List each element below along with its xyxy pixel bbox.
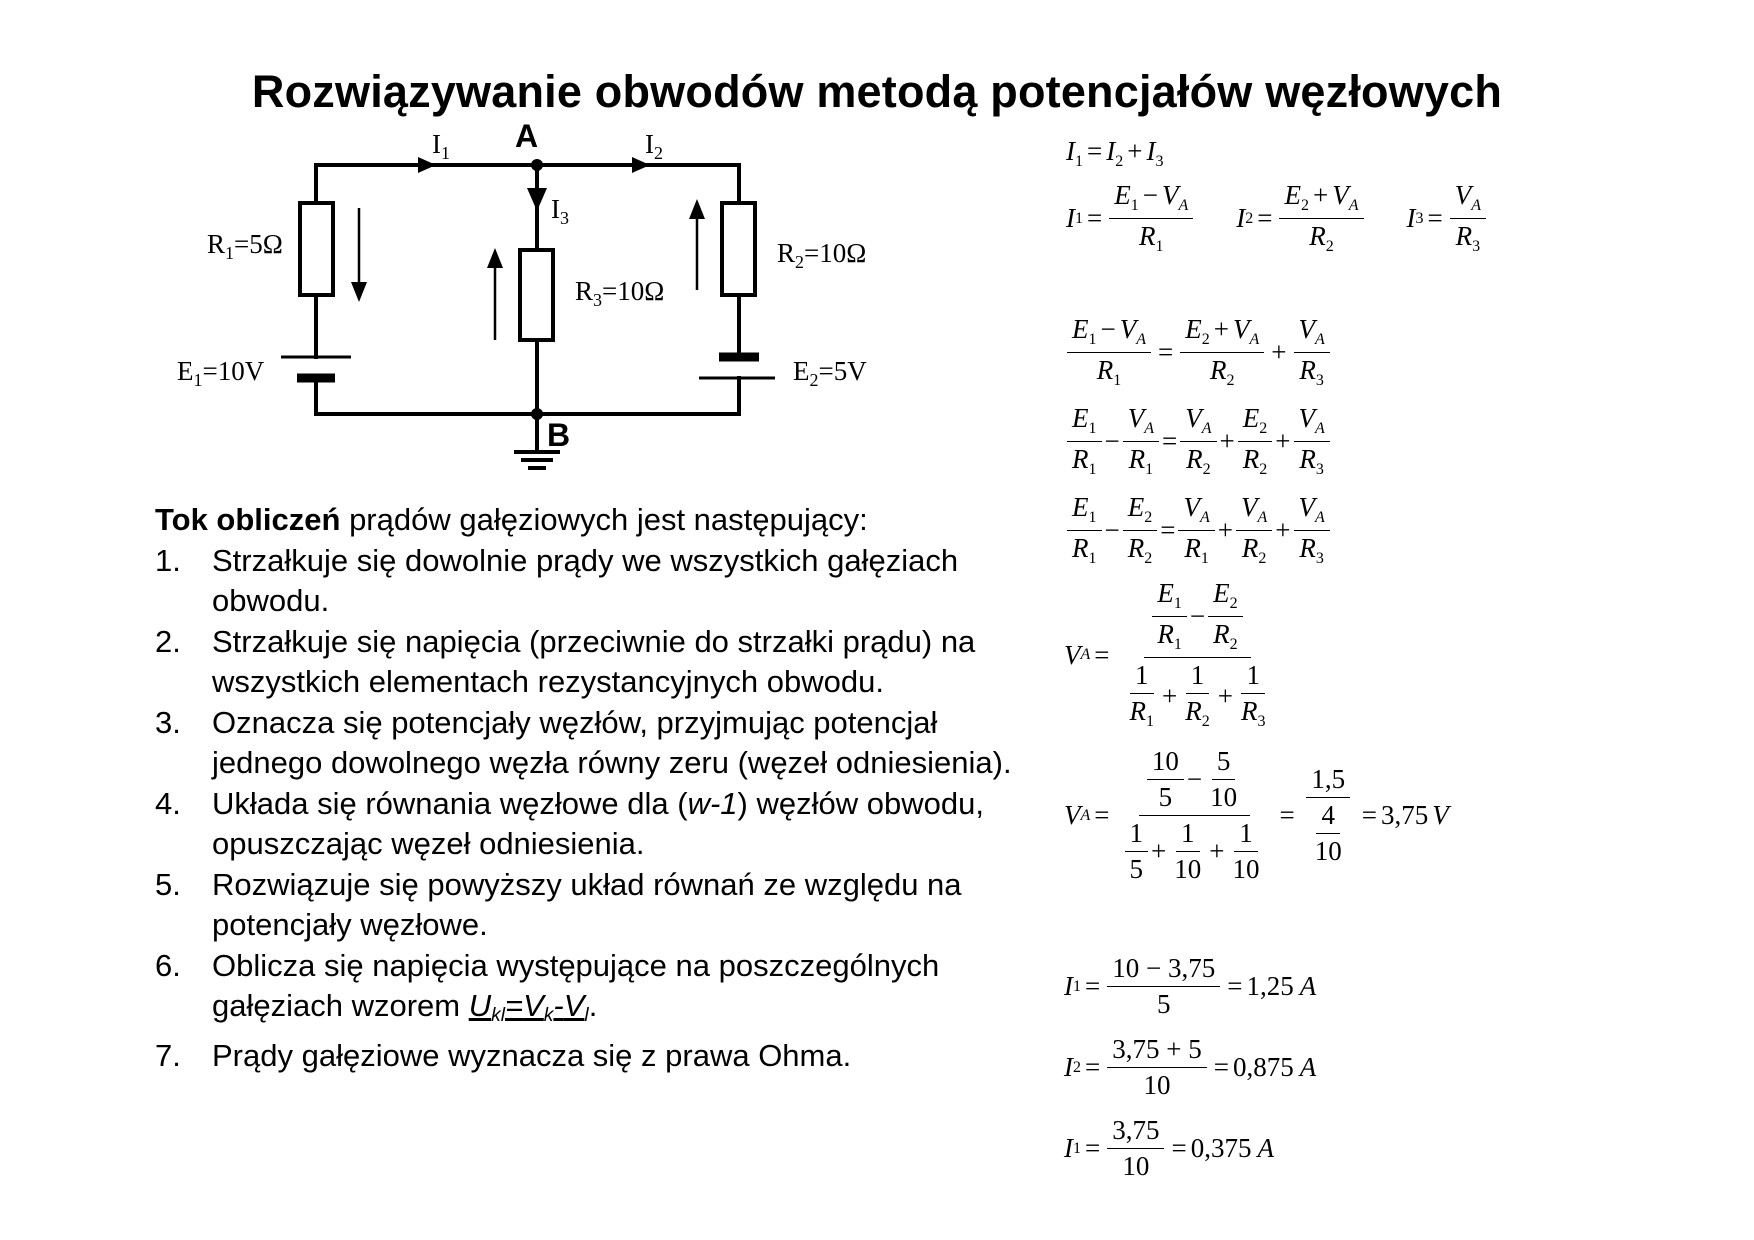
label-i2: I2	[645, 129, 663, 163]
resistor-r2	[720, 201, 757, 297]
voltage-arrow-r2-head	[689, 199, 705, 219]
page-title: Rozwiązywanie obwodów metodą potencjałów…	[251, 66, 1503, 117]
resistor-r1	[298, 201, 335, 297]
node-a-dot	[531, 159, 543, 171]
label-r2: R2=10Ω	[777, 238, 866, 272]
arrow-i2	[632, 157, 650, 173]
list-item: 3.Oznacza się potencjały węzłów, przyjmu…	[155, 704, 1012, 781]
voltage-formula: Ukl=Vk-Vl	[468, 988, 589, 1026]
label-e2: E2=5V	[793, 356, 867, 390]
label-r3: R3=10Ω	[575, 276, 664, 310]
label-e1: E1=10V	[177, 356, 265, 390]
node-b-dot	[531, 408, 543, 420]
voltage-arrow-r3-head	[487, 248, 503, 268]
procedure-steps: Tok obliczeń prądów gałęziowych jest nas…	[155, 500, 1015, 1077]
label-i3: I3	[551, 194, 569, 228]
list-item: 2.Strzałkuje się napięcia (przeciwnie do…	[155, 623, 976, 700]
list-item: 4.Układa się równania węzłowe dla (w-1) …	[155, 785, 984, 862]
eq-node-kcl: I1=I2+I3	[1066, 136, 1164, 170]
procedure-intro: Tok obliczeń prądów gałęziowych jest nas…	[155, 502, 868, 537]
label-node-a: A	[515, 118, 538, 154]
list-item: 1.Strzałkuje się dowolnie prądy we wszys…	[155, 542, 959, 619]
label-node-b: B	[547, 417, 570, 453]
list-item: 5.Rozwiązuje się powyższy układ równań z…	[155, 866, 962, 943]
arrow-i1	[418, 157, 436, 173]
procedure-list: 1.Strzałkuje się dowolnie prądy we wszys…	[155, 541, 1015, 1077]
arrow-i3	[527, 188, 547, 211]
resistor-r3	[518, 248, 555, 342]
voltage-arrow-r1-head	[351, 282, 367, 302]
label-i1: I1	[432, 129, 450, 163]
label-r1: R1=5Ω	[207, 229, 283, 263]
list-item: 7.Prądy gałęziowe wyznacza się z prawa O…	[155, 1038, 852, 1074]
list-item: 6.Oblicza się napięcia występujące na po…	[155, 947, 940, 1026]
